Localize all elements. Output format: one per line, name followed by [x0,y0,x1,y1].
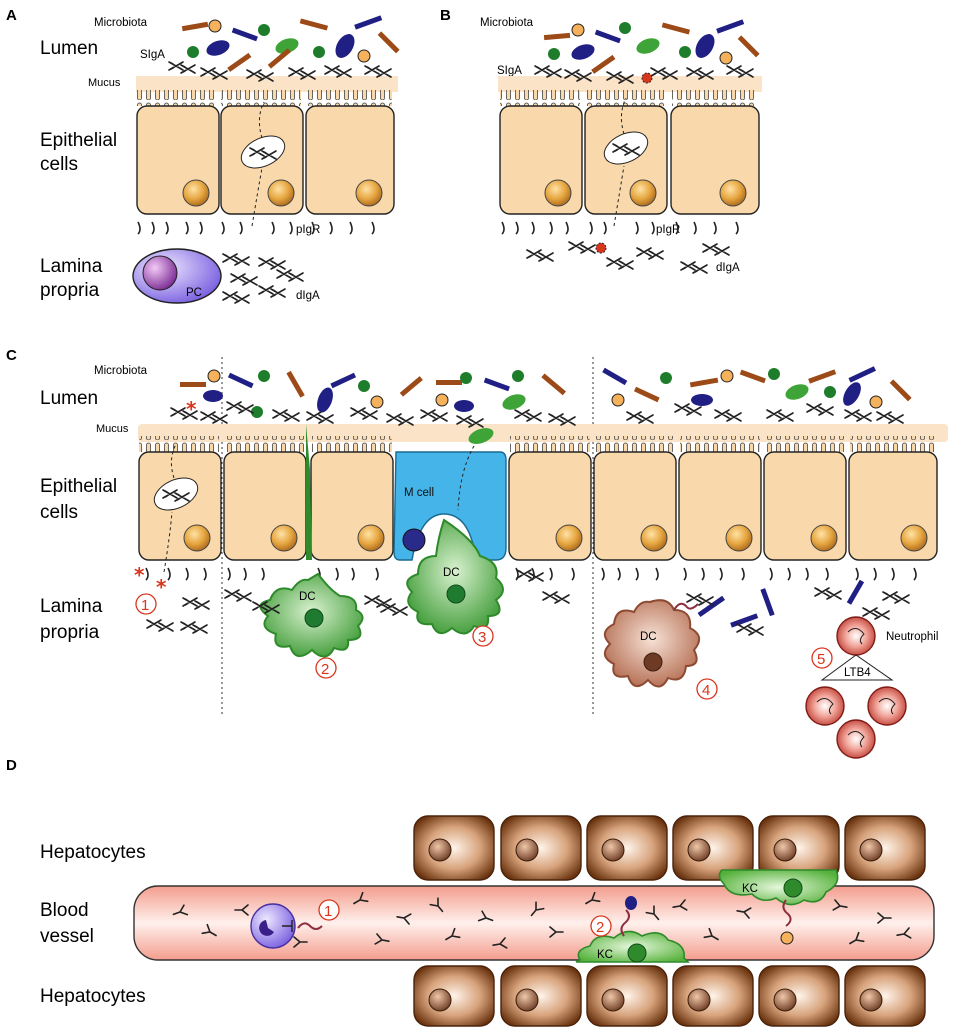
siga-antibodies-c [171,402,903,427]
kupffer-cell-bottom: KC [575,896,690,963]
svg-text:*: * [186,397,197,421]
panel-a-lumen-label: Lumen [40,38,98,59]
panel-c-letter: C [6,347,17,364]
epithelial-cells-a [136,90,395,235]
panel-c-cells-label: cells [40,502,78,523]
panel-b-diga-label: dIgA [716,262,740,274]
panel-a-epithelial-label: Epithelial [40,130,117,151]
m-cell: M cell [393,428,507,561]
step-c-1: 1 [141,597,149,614]
lamina-propria-bacteria [697,579,865,628]
dc-label-4: DC [640,631,657,643]
panel-d-hepatocytes-top: Hepatocytes [40,842,146,863]
dendritic-cell-green-2: DC [406,518,504,635]
panel-a-propria-label: propria [40,280,100,301]
epithelial-cells-b [499,90,760,235]
dendritic-cell-brown: DC [603,599,701,688]
panel-a-pigr-label: pIgR [296,224,320,236]
panel-b-microbiota-label: Microbiota [480,17,534,29]
panel-c-mucus-label: Mucus [96,423,129,435]
panel-a-diga-label: dIgA [296,290,320,302]
panel-c-lumen-label: Lumen [40,388,98,409]
hepatocytes-bottom [413,965,926,1027]
step-markers-c: 1 2 3 4 5 [135,593,833,700]
panel-a-lamina-label: Lamina [40,256,103,277]
step-markers-d: 1 2 [318,899,612,937]
step-c-4: 4 [702,682,710,699]
kc-label-bottom: KC [597,949,613,961]
microbiota-a [181,15,400,72]
panel-c-propria-label: propria [40,622,100,643]
panel-c-epithelial-label: Epithelial [40,476,117,497]
panel-b-letter: B [440,7,451,24]
svg-text:*: * [134,563,145,587]
panel-a: A Microbiota Lumen SIgA Mucus Epithelial… [6,7,400,304]
panel-a-mucus-label: Mucus [88,77,121,89]
panel-a-cells-label: cells [40,154,78,175]
panel-a-siga-label: SIgA [140,49,165,61]
epithelial-cells-c [138,436,938,581]
step-c-5: 5 [817,651,825,668]
neutrophils: Neutrophil LTB4 [805,616,938,759]
kupffer-cell-top: KC [718,869,839,945]
lamina-propria-antibodies-c [147,570,909,635]
dc-label-3: DC [443,567,460,579]
dendritic-cell-green-1: DC [259,424,364,658]
svg-text:*: * [156,575,167,599]
step-c-2: 2 [321,661,329,678]
mucus-layer [136,76,398,92]
plasma-cell: PC [132,248,222,304]
panel-c-lamina-label: Lamina [40,596,103,617]
m-cell-label: M cell [404,487,434,499]
kc-label-top: KC [742,883,758,895]
ltb4-label: LTB4 [844,667,871,679]
panel-a-letter: A [6,7,17,24]
diga-antibodies-a [223,254,303,303]
dc-label-2: DC [299,591,316,603]
hepatocytes-top [413,815,926,881]
panel-d-letter: D [6,757,17,774]
panel-d-blood-label: Blood [40,900,89,921]
panel-c: C Microbiota Lumen Mucus Epithelial cell… [6,347,948,759]
step-d-1: 1 [324,903,332,920]
panel-a-microbiota-label: Microbiota [94,17,148,29]
panel-c-microbiota-label: Microbiota [94,365,148,377]
pc-label: PC [186,287,202,299]
panel-b-pigr-label: pIgR [656,224,680,236]
panel-d-vessel-label: vessel [40,926,94,947]
panel-b: B Microbiota SIgA pIgR dIgA [440,7,762,274]
microbiota-b [543,19,760,74]
step-c-3: 3 [478,629,486,646]
panel-b-siga-label: SIgA [497,65,522,77]
phagocyte-purple [250,903,323,949]
panel-d-hepatocytes-bottom: Hepatocytes [40,986,146,1007]
step-d-2: 2 [596,919,604,936]
neutrophil-label: Neutrophil [886,631,938,643]
panel-d: D Hepatocytes Blood vessel Hepatocytes [6,757,935,1027]
diga-antibodies-b [527,242,729,273]
microbiota-c [180,366,912,418]
mucus-layer-b [498,76,762,92]
